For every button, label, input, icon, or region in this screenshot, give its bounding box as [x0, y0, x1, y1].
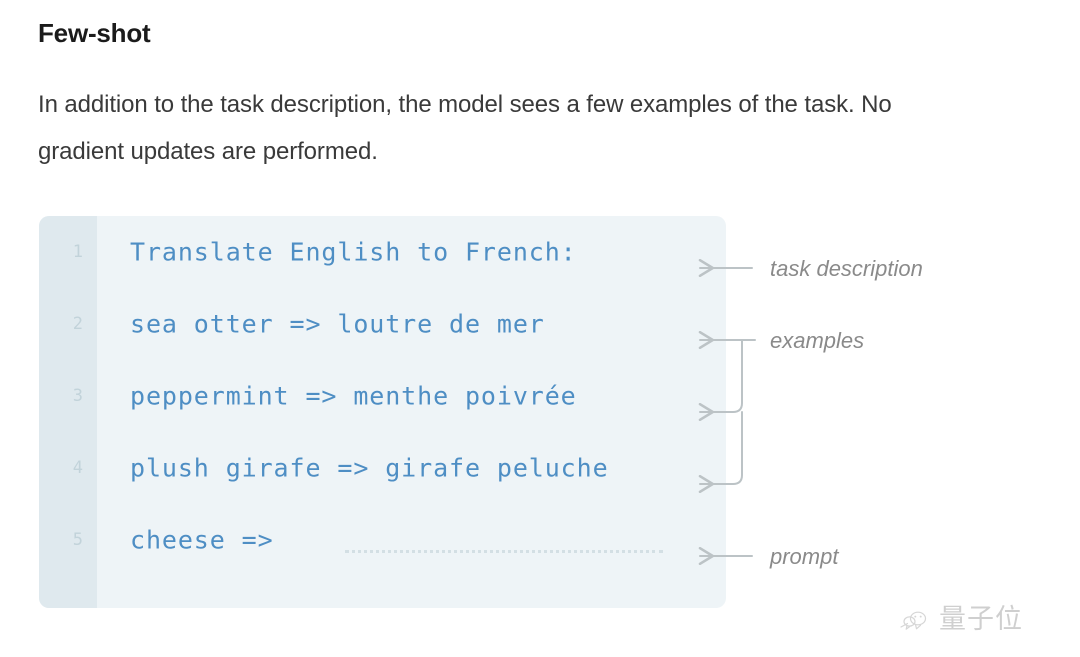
code-text: Translate English to French: [130, 237, 577, 267]
line-number-gutter [39, 216, 97, 608]
code-line-5: 5 cheese => [39, 504, 726, 576]
code-lines: 1 Translate English to French: 2 sea ott… [39, 216, 726, 608]
wechat-icon [900, 611, 927, 630]
line-number: 2 [72, 314, 83, 334]
line-number: 4 [72, 458, 83, 478]
annotation-label-task-description: task description [770, 256, 923, 281]
code-block: 1 Translate English to French: 2 sea ott… [39, 216, 726, 608]
line-number: 5 [72, 530, 83, 550]
page-title: Few-shot [38, 18, 151, 48]
code-text: plush girafe => girafe peluche [130, 453, 609, 483]
code-line-3: 3 peppermint => menthe poivrée [39, 360, 726, 432]
code-text: sea otter => loutre de mer [130, 309, 545, 339]
code-text: peppermint => menthe poivrée [130, 381, 577, 411]
page-description: In addition to the task description, the… [38, 91, 892, 165]
annotation-label-prompt: prompt [770, 544, 839, 569]
code-line-4: 4 plush girafe => girafe peluche [39, 432, 726, 504]
line-number: 3 [72, 386, 83, 406]
annotation-label-examples: examples [770, 328, 865, 353]
line-number: 1 [72, 242, 83, 262]
code-line-1: 1 Translate English to French: [39, 216, 726, 288]
watermark-text: 量子位 [939, 603, 1023, 635]
prompt-completion-dotted-line [345, 550, 663, 553]
watermark: 量子位 [898, 604, 1023, 634]
code-text: cheese => [130, 525, 274, 555]
code-line-2: 2 sea otter => loutre de mer [39, 288, 726, 360]
